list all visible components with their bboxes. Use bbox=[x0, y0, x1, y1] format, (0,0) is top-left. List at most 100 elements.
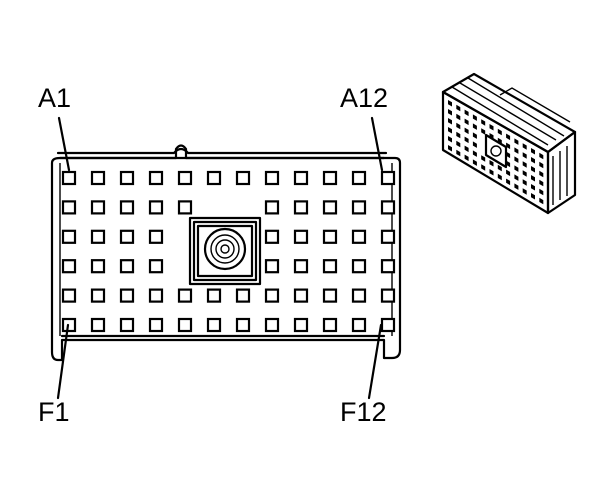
cavity-A10 bbox=[322, 170, 338, 186]
iso-cavity bbox=[531, 175, 535, 182]
cavity-D4 bbox=[148, 259, 164, 274]
iso-cavity bbox=[522, 143, 527, 150]
cavity-A4 bbox=[148, 170, 164, 186]
iso-cavity bbox=[481, 119, 486, 126]
cavity-D3 bbox=[119, 259, 135, 274]
cavity-D9 bbox=[293, 259, 309, 274]
iso-cavity bbox=[539, 197, 544, 205]
iso-cavity bbox=[514, 138, 519, 145]
cavity-C9 bbox=[293, 229, 309, 244]
iso-cavity bbox=[506, 133, 511, 141]
cavity-F10 bbox=[322, 317, 338, 333]
iso-cavity bbox=[464, 118, 469, 126]
cavity-D1 bbox=[61, 259, 77, 274]
cavity-F11 bbox=[351, 317, 367, 333]
cavity-A3 bbox=[119, 170, 135, 186]
cavity-E4 bbox=[148, 288, 164, 303]
cavity-E1 bbox=[61, 288, 77, 303]
cavity-E9 bbox=[293, 288, 309, 303]
iso-cavity bbox=[472, 150, 477, 157]
iso-cavity bbox=[464, 109, 469, 117]
cavity-E8 bbox=[264, 288, 280, 303]
iso-cavity bbox=[522, 188, 527, 195]
cavity-F9 bbox=[293, 317, 309, 333]
cavity-B1 bbox=[61, 200, 77, 215]
cavity-A12 bbox=[380, 170, 396, 186]
iso-cavity bbox=[497, 128, 502, 136]
cavity-F7 bbox=[235, 317, 251, 333]
iso-cavity bbox=[448, 118, 452, 125]
cavity-A8 bbox=[264, 170, 280, 186]
iso-cavity bbox=[506, 178, 511, 186]
connector-face bbox=[50, 144, 402, 362]
iso-cavity bbox=[531, 157, 535, 164]
cavity-A2 bbox=[90, 170, 106, 186]
connector-isometric-icon bbox=[441, 72, 577, 215]
cavity-B11 bbox=[351, 200, 367, 215]
iso-cavity bbox=[464, 136, 469, 144]
iso-cavity bbox=[531, 166, 535, 173]
iso-cavity bbox=[456, 122, 461, 130]
label-a1: A1 bbox=[38, 83, 71, 113]
iso-cavity bbox=[531, 148, 535, 155]
cavity-C8 bbox=[264, 229, 280, 244]
iso-cavity bbox=[522, 152, 527, 159]
cavity-E2 bbox=[90, 288, 106, 303]
cavity-C3 bbox=[119, 229, 135, 244]
iso-cavity bbox=[489, 169, 494, 176]
cavity-A9 bbox=[293, 170, 309, 186]
leader-lines bbox=[56, 116, 384, 400]
iso-cavity bbox=[514, 156, 519, 163]
cavity-D8 bbox=[264, 259, 280, 274]
cavity-F5 bbox=[177, 317, 193, 333]
cavity-A7 bbox=[235, 170, 251, 186]
cavity-C12 bbox=[380, 229, 396, 244]
iso-cavity bbox=[456, 104, 461, 112]
cavity-E6 bbox=[206, 288, 222, 303]
iso-cavity bbox=[506, 169, 511, 177]
cavity-grid bbox=[61, 170, 396, 333]
label-f1: F1 bbox=[38, 397, 70, 427]
iso-cavity bbox=[522, 179, 527, 186]
cavity-F4 bbox=[148, 317, 164, 333]
iso-cavity bbox=[531, 184, 535, 191]
cavity-C1 bbox=[61, 229, 77, 244]
iso-cavity bbox=[489, 133, 494, 140]
iso-cavity bbox=[472, 141, 477, 148]
iso-cavity bbox=[464, 145, 469, 153]
center-post bbox=[188, 216, 262, 286]
iso-cavity bbox=[456, 113, 461, 121]
cavity-E5 bbox=[177, 288, 193, 303]
iso-cavity bbox=[514, 165, 519, 172]
cavity-B8 bbox=[264, 200, 280, 215]
cavity-A1 bbox=[61, 170, 77, 186]
cavity-B10 bbox=[322, 200, 338, 215]
cavity-D10 bbox=[322, 259, 338, 274]
cavity-D12 bbox=[380, 259, 396, 274]
iso-cavity bbox=[506, 160, 511, 168]
cavity-B12 bbox=[380, 200, 396, 215]
iso-cavity bbox=[489, 160, 494, 167]
cavity-D11 bbox=[351, 259, 367, 274]
cavity-E11 bbox=[351, 288, 367, 303]
iso-cavity bbox=[448, 145, 452, 152]
iso-cavity bbox=[456, 140, 461, 148]
cavity-C4 bbox=[148, 229, 164, 244]
leader-f12 bbox=[367, 323, 383, 400]
label-a12: A12 bbox=[340, 83, 388, 113]
iso-cavity bbox=[506, 151, 511, 159]
iso-cavity bbox=[472, 159, 477, 166]
iso-cavity bbox=[472, 132, 477, 139]
cavity-A6 bbox=[206, 170, 222, 186]
cavity-E7 bbox=[235, 288, 251, 303]
cavity-C11 bbox=[351, 229, 367, 244]
iso-cavity bbox=[539, 170, 544, 178]
iso-cavity bbox=[448, 100, 452, 107]
cavity-D2 bbox=[90, 259, 106, 274]
cavity-F2 bbox=[90, 317, 106, 333]
leader-a12 bbox=[370, 116, 384, 172]
iso-cavity bbox=[448, 109, 452, 116]
cavity-A5 bbox=[177, 170, 193, 186]
iso-cavity bbox=[472, 114, 477, 121]
